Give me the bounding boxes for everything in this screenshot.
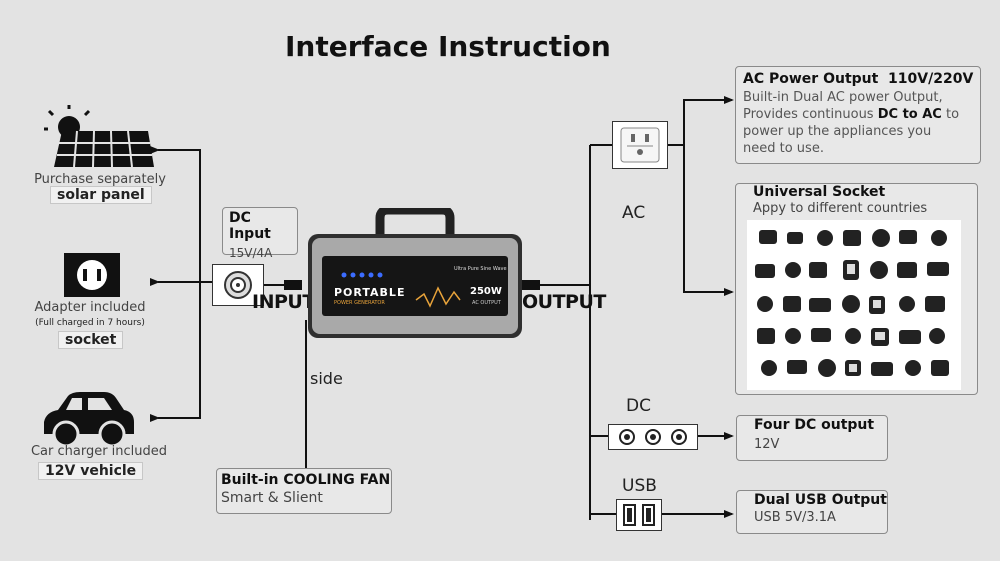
ac-output-line4: need to use.: [743, 141, 824, 156]
usb-ports-icon: [616, 499, 662, 531]
dc-input-title: DC Input: [229, 210, 271, 242]
dc-output-value: 12V: [754, 437, 780, 452]
ac-output-mini-label: AC OUTPUT: [472, 300, 501, 306]
portable-power-generator: Ultra Pure Sine Wave PORTABLE POWER GENE…: [308, 208, 522, 342]
ac-output-line1: Built-in Dual AC power Output,: [743, 90, 943, 105]
universal-socket-title: Universal Socket: [753, 184, 886, 200]
dc-input-value: 15V/4A: [229, 246, 273, 260]
output-label: OUTPUT: [522, 291, 606, 313]
dc-output-box: Four DC output 12V: [736, 415, 888, 461]
wall-socket-icon: [64, 253, 120, 297]
usb-port-label: USB: [622, 476, 657, 496]
universal-socket-subtitle: Appy to different countries: [753, 201, 928, 216]
dc-input-box: DC Input 15V/4A: [222, 207, 298, 260]
source-label: solar panel: [50, 186, 152, 204]
dc-output-title: Four DC output: [754, 417, 875, 433]
page-title: Interface Instruction: [285, 30, 611, 63]
usb-output-box: Dual USB Output USB 5V/3.1A: [736, 490, 888, 534]
wattage-label: 250W: [470, 286, 502, 297]
dc-port-label: DC: [626, 396, 651, 416]
cooling-fan-box: Built-in COOLING FAN Smart & Slient: [216, 468, 392, 514]
input-label: INPUT: [252, 291, 315, 313]
side-label: side: [310, 369, 343, 388]
brand-sub-label: POWER GENERATOR: [334, 300, 385, 306]
cooling-fan-subtitle: Smart & Slient: [221, 490, 323, 506]
source-caption: Car charger included: [30, 444, 168, 459]
car-icon: [38, 392, 138, 454]
ac-output-line2-end: to: [941, 107, 960, 122]
usb-output-value: USB 5V/3.1A: [754, 510, 836, 525]
universal-socket-box: Universal Socket Appy to different count…: [735, 183, 978, 395]
source-caption-note: (Full charged in 7 hours): [35, 318, 145, 328]
ac-output-title: AC Power Output 110V/220V: [743, 71, 974, 87]
ac-output-line3: power up the appliances you: [743, 124, 932, 139]
dc-outlets-icon: [608, 424, 698, 450]
dc-input-jack-icon: [212, 264, 264, 306]
ac-output-box: AC Power Output 110V/220V Built-in Dual …: [735, 66, 981, 164]
status-leds: [340, 264, 384, 283]
ac-port-label: AC: [622, 203, 646, 223]
source-caption: Purchase separately: [34, 172, 166, 187]
source-label: 12V vehicle: [38, 462, 144, 480]
plug-adapters-image: [747, 220, 961, 390]
ac-output-line2: Provides continuous DC to AC to: [743, 106, 980, 123]
ac-output-line2-bold: DC to AC: [877, 107, 942, 122]
source-caption: Adapter included: [34, 300, 146, 315]
source-label: socket: [58, 331, 124, 349]
solar-panel-icon: [44, 105, 154, 173]
wave-label: Ultra Pure Sine Wave: [454, 266, 507, 272]
ac-outlet-icon: [612, 121, 668, 169]
usb-output-title: Dual USB Output: [754, 492, 887, 508]
brand-label: PORTABLE: [334, 286, 406, 299]
ac-output-line2-text: Provides continuous: [743, 107, 878, 122]
cooling-fan-title: Built-in COOLING FAN: [221, 472, 391, 488]
